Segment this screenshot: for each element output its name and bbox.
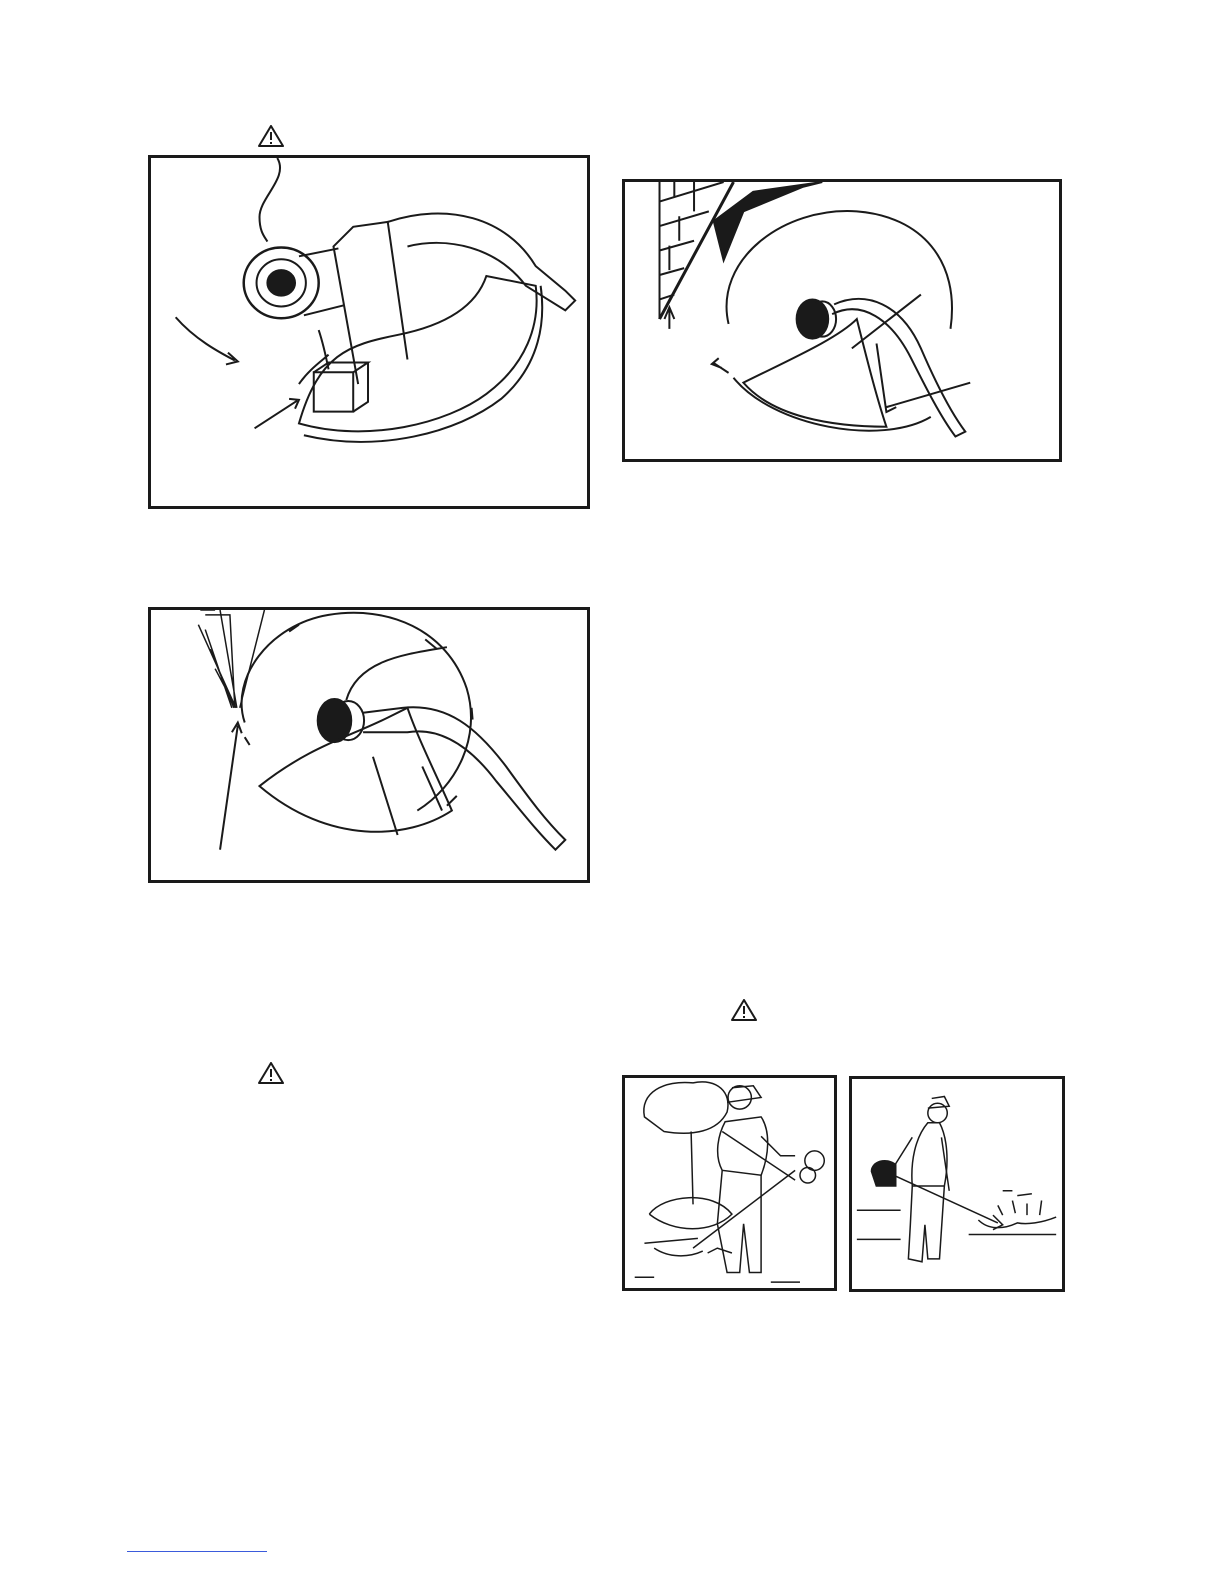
trimmer-near-wall-illustration: [625, 182, 1059, 459]
warning-triangle-icon: [258, 1062, 284, 1084]
figure-operator-trimming: [849, 1076, 1065, 1292]
footer-link-rule: [127, 1551, 267, 1552]
figure-guard-install: [148, 155, 590, 509]
warning-triangle-icon: [258, 125, 284, 147]
trimmer-guard-illustration: [151, 158, 587, 506]
trimmer-cutting-arc-illustration: [151, 610, 587, 880]
operator-carrying-trimmer-illustration: [625, 1078, 834, 1288]
figure-operator-walking: [622, 1075, 837, 1291]
figure-cutting-arc: [148, 607, 590, 883]
warning-triangle-icon: [731, 999, 757, 1021]
operator-trimming-grass-illustration: [852, 1079, 1062, 1289]
figure-wall-trim: [622, 179, 1062, 462]
